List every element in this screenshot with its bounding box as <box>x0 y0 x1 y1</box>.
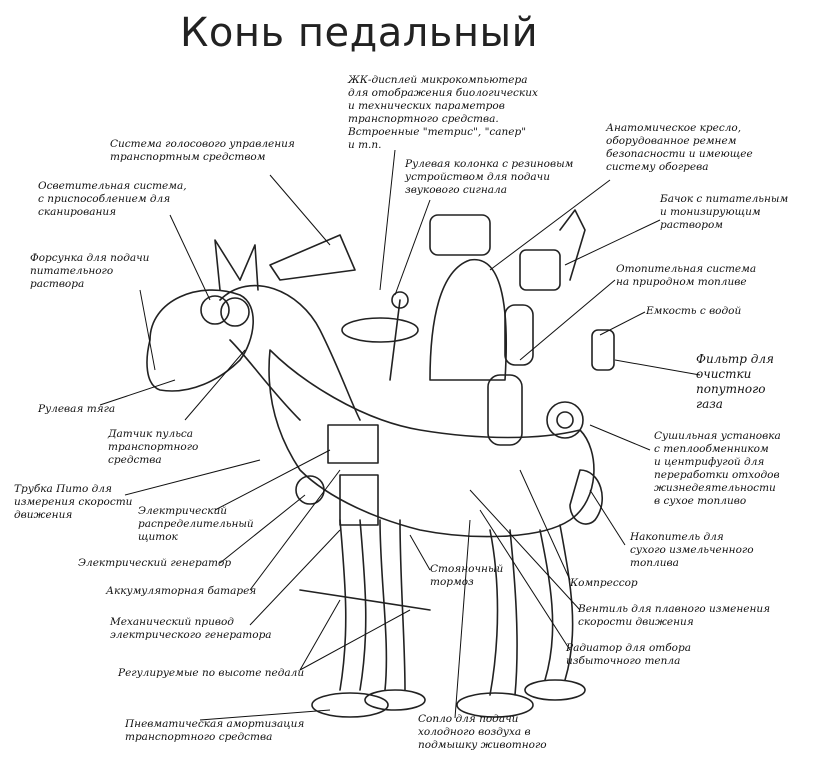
page-title: Конь педальный <box>180 10 539 56</box>
label-storage: Накопитель для сухого измельченного топл… <box>630 531 754 569</box>
label-parking: Стояночный тормоз <box>430 563 504 588</box>
label-voice: Система голосового управления транспортн… <box>110 138 295 163</box>
label-radiator: Радиатор для отбора избыточного тепла <box>566 642 691 667</box>
label-pulse: Датчик пульса транспортного средства <box>108 428 199 466</box>
label-battery: Аккумуляторная батарея <box>106 585 257 597</box>
label-pneumatic: Пневматическая амортизация транспортного… <box>125 718 305 743</box>
loudspeaker-icon <box>269 234 356 281</box>
horse-body <box>268 349 595 538</box>
steering-wheel-icon <box>341 317 419 343</box>
label-steering-column: Рулевая колонка с резиновым устройством … <box>405 158 574 196</box>
label-compressor: Компрессор <box>570 577 638 589</box>
seat-icon <box>429 258 508 381</box>
label-filter: Фильтр для очистки попутного газа <box>696 352 774 411</box>
label-distributor: Электрический распределительный щиток <box>138 505 254 543</box>
label-generator: Электрический генератор <box>78 557 232 569</box>
label-lighting: Осветительная система, с приспособлением… <box>38 180 187 218</box>
horse-head <box>146 289 254 392</box>
label-pedals: Регулируемые по высоте педали <box>118 667 305 679</box>
label-water: Емкость с водой <box>646 305 742 317</box>
horse-neck <box>219 284 361 421</box>
label-nozzle: Форсунка для подачи питательного раствор… <box>30 252 150 290</box>
label-pitot: Трубка Пито для измерения скорости движе… <box>14 483 133 521</box>
label-lcd: ЖК-дисплей микрокомпьютера для отображен… <box>348 74 538 151</box>
label-heating: Отопительная система на природном топлив… <box>616 263 757 288</box>
label-nozzle-air: Сопло для подачи холодного воздуха в под… <box>418 713 547 751</box>
label-valve: Вентиль для плавного изменения скорости … <box>578 603 771 628</box>
heating-cylinder <box>487 374 523 446</box>
battery-box <box>327 424 379 464</box>
label-drive: Механический привод электрического генер… <box>110 616 272 641</box>
dryer-unit <box>546 401 584 439</box>
goggles-icon <box>200 295 230 325</box>
hoof-cushion <box>311 692 389 718</box>
horse-leg <box>339 519 347 691</box>
label-tank: Бачок с питательным и тонизирующим раств… <box>660 193 789 231</box>
label-dryer: Сушильная установка с теплообменником и … <box>654 430 781 507</box>
label-seat: Анатомическое кресло, оборудованное ремн… <box>606 122 753 173</box>
label-steering-rod: Рулевая тяга <box>38 403 116 415</box>
